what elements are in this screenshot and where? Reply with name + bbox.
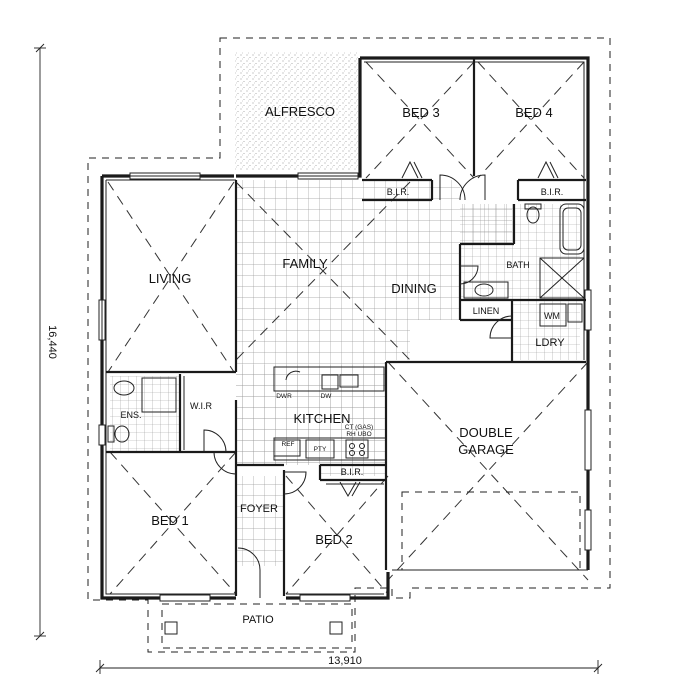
room-label-alfresco: ALFRESCO [265, 104, 335, 119]
room-label-double-garage-line1: DOUBLE [459, 425, 513, 440]
fixtures [107, 203, 585, 485]
room-label-foyer: FOYER [240, 503, 278, 515]
room-label-linen: LINEN [473, 306, 500, 316]
room-label-kitchen: KITCHEN [293, 411, 350, 426]
room-label-bir-bed3: B.I.R. [387, 187, 410, 197]
label-pty: PTY [314, 446, 327, 453]
internal-walls [106, 58, 586, 596]
foyer-floor [236, 476, 284, 566]
label-dw: DW [321, 393, 333, 400]
dimension-height: 16,440 [46, 325, 58, 359]
room-label-wm: WM [544, 311, 560, 321]
garage-door-outline [401, 491, 581, 571]
eaves-outline [87, 37, 611, 653]
patio-slab [161, 603, 353, 649]
room-label-double-garage-line2: GARAGE [458, 442, 514, 457]
room-label-bed2: BED 2 [315, 532, 353, 547]
ens-floor [110, 376, 180, 452]
room-label-wir: W.I.R [190, 401, 212, 411]
room-label-bed1: BED 1 [151, 513, 189, 528]
dimension-width: 13,910 [328, 655, 362, 667]
patio-post-right [329, 621, 343, 635]
room-label-patio: PATIO [242, 614, 274, 626]
room-label-family: FAMILY [282, 256, 328, 271]
external-walls-inner [105, 61, 585, 595]
room-label-ldry: LDRY [535, 337, 565, 349]
label-dwr: DWR [276, 393, 292, 400]
room-label-living: LIVING [149, 271, 192, 286]
label-ct-gas: CT (GAS) [345, 424, 373, 431]
ldry-floor [512, 300, 580, 360]
room-label-bir-bed4: B.I.R. [541, 187, 564, 197]
alfresco-floor [235, 52, 358, 170]
room-diagonals [107, 61, 589, 595]
room-label-bed4: BED 4 [515, 105, 553, 120]
label-rh-ubo: RH UBO [346, 431, 371, 438]
room-label-bir-bed2: B.I.R. [341, 467, 364, 477]
dimension-lines [34, 43, 603, 674]
room-label-dining: DINING [391, 281, 437, 296]
patio-post-left [164, 621, 178, 635]
windows [98, 172, 592, 602]
doors [203, 160, 559, 598]
room-label-bath: BATH [506, 260, 529, 270]
label-ref: REF [282, 441, 295, 448]
room-label-ens: ENS. [120, 410, 141, 420]
room-label-bed3: BED 3 [402, 105, 440, 120]
